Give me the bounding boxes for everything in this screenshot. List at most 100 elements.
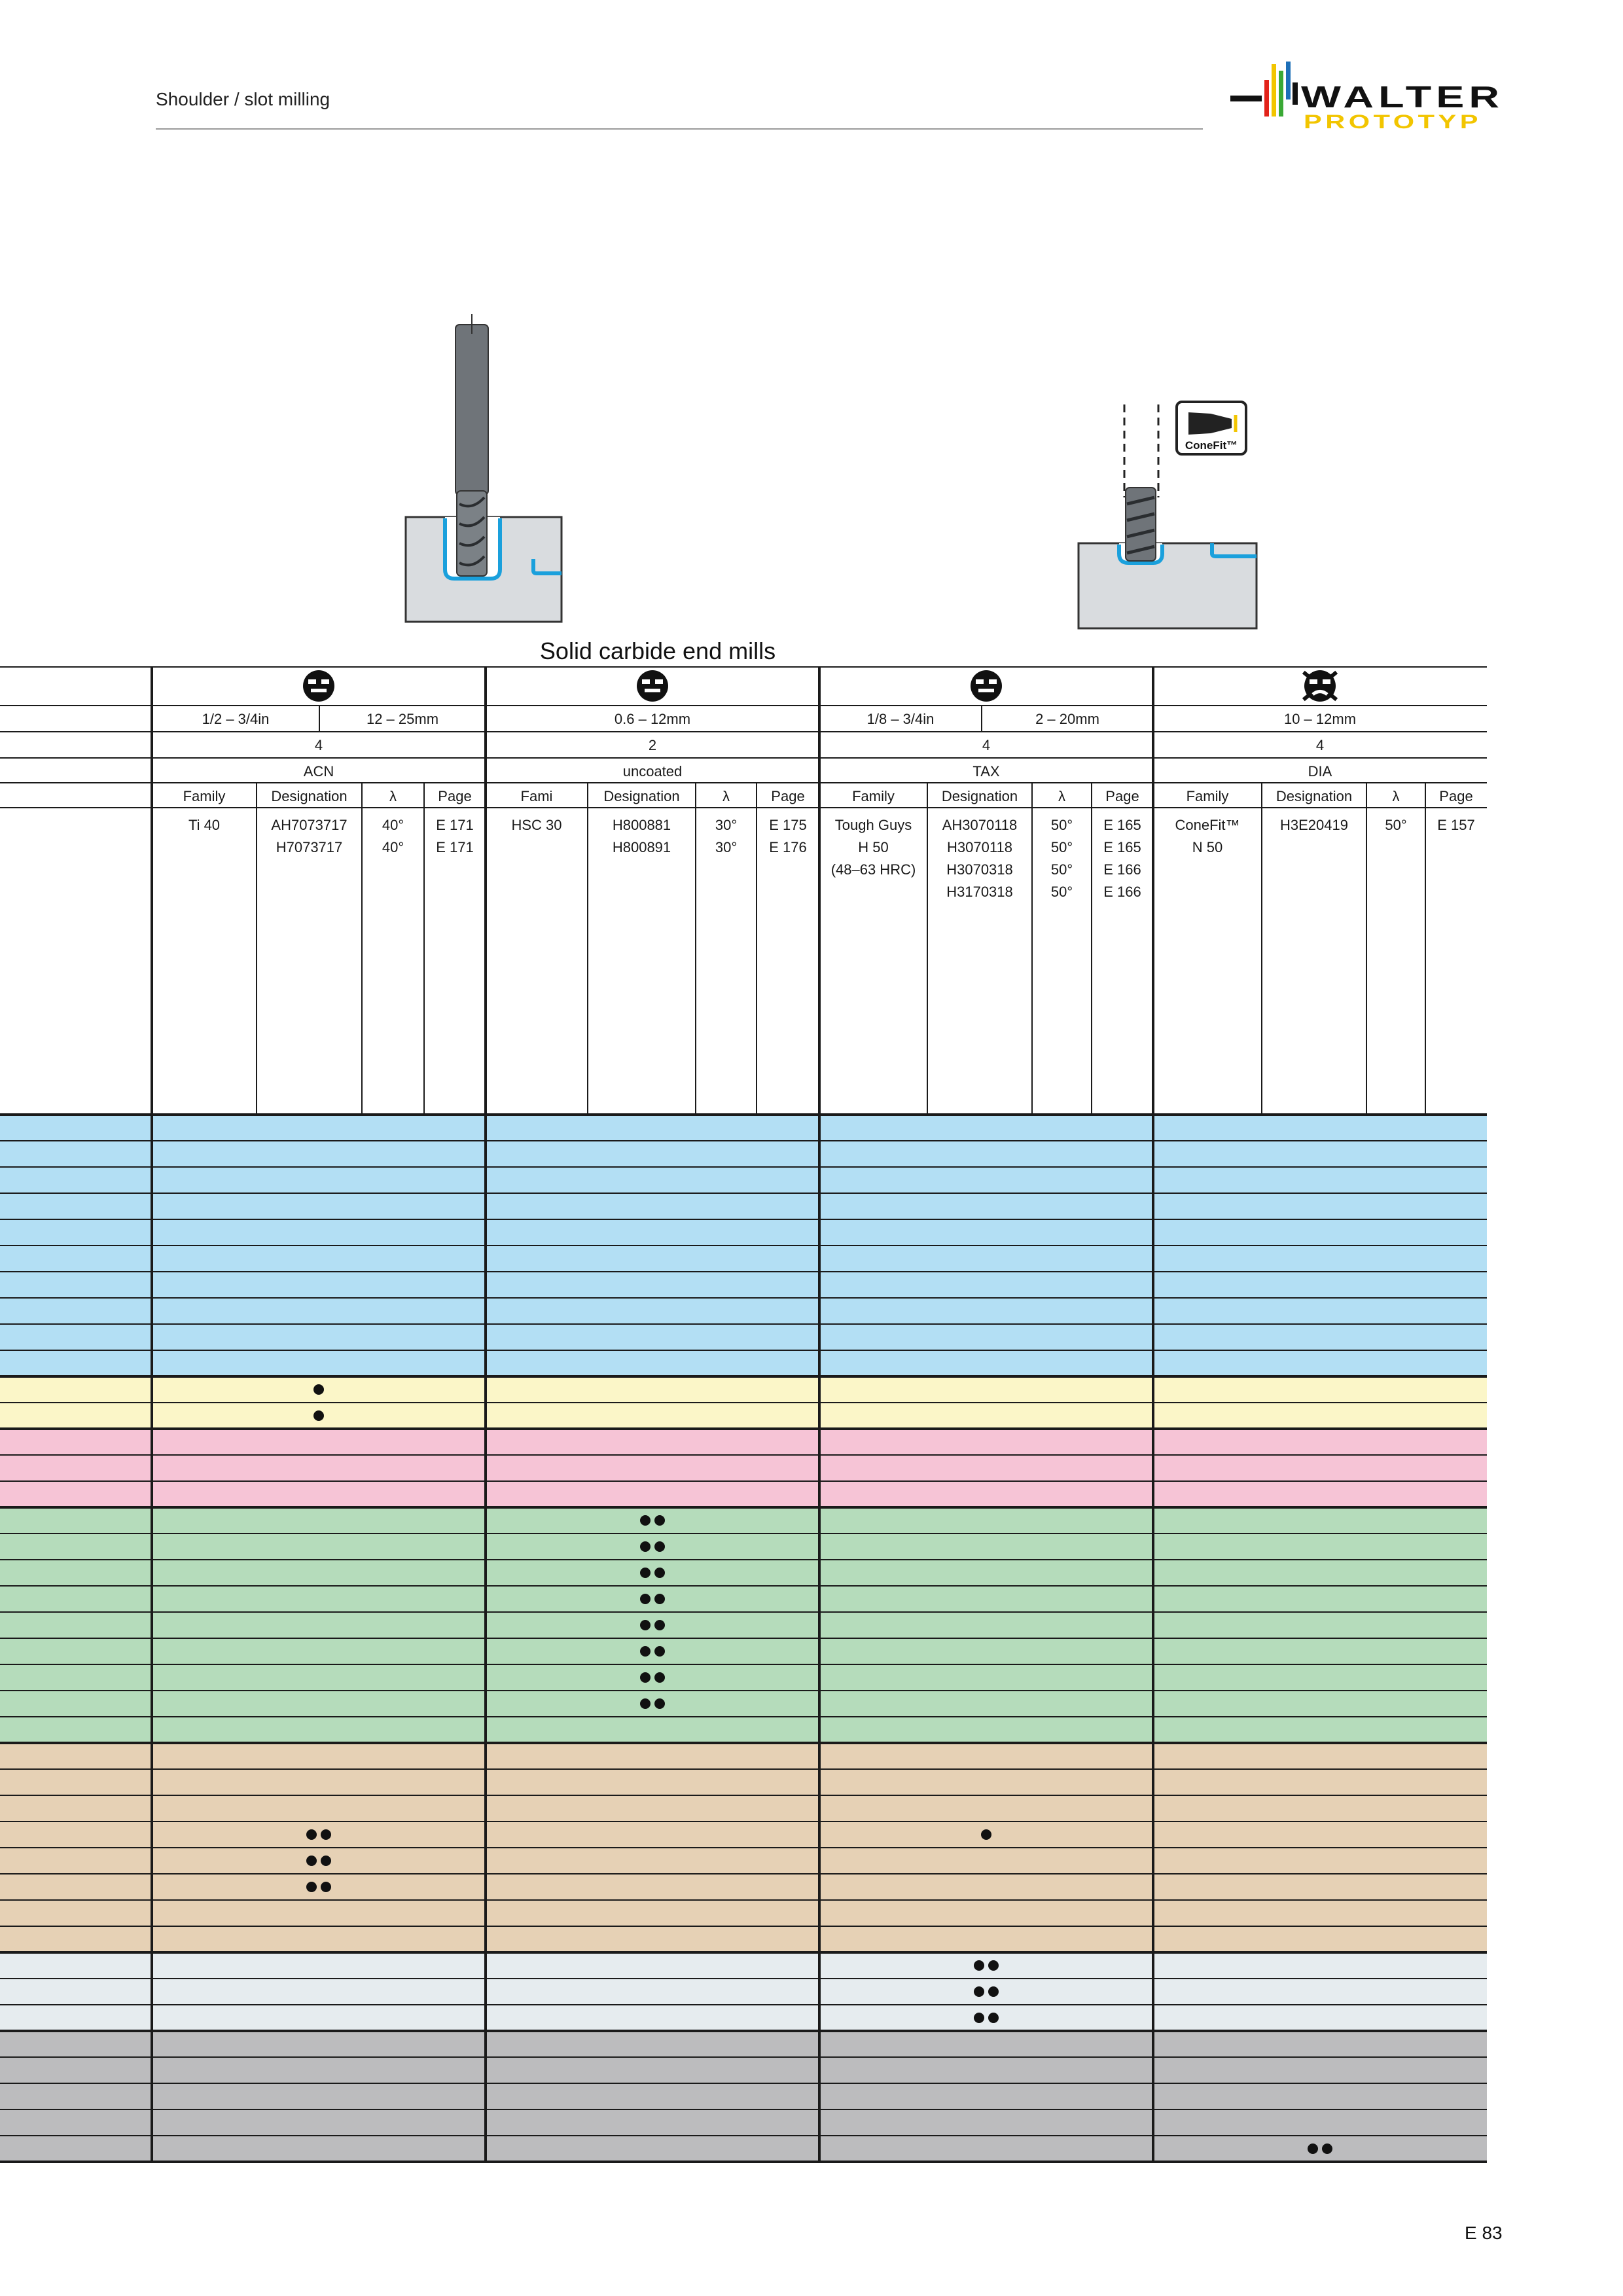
page-value: E 166 — [1103, 884, 1141, 900]
coating-label: uncoated — [623, 763, 683, 780]
suitability-dot — [654, 1672, 665, 1683]
range-label: 1/2 – 3/4in — [202, 711, 270, 727]
column-header: Page — [1105, 788, 1139, 804]
shoulder-contact — [1210, 543, 1257, 558]
walter-prototyp-logo: WALTER PROTOTYP — [1230, 62, 1504, 133]
designation-value: AH3070118 — [942, 817, 1018, 833]
column-header: Fami — [521, 788, 553, 804]
page-value: E 165 — [1103, 839, 1141, 855]
material-band-s — [0, 1821, 1487, 1848]
range-label: 12 – 25mm — [366, 711, 438, 727]
lambda-value: 50° — [1051, 839, 1073, 855]
material-band-n — [0, 1691, 1487, 1717]
material-band-s — [0, 1743, 1487, 1769]
material-band-s — [0, 1926, 1487, 1952]
material-band-n — [0, 1717, 1487, 1743]
material-band-p — [0, 1141, 1487, 1167]
angry-material-icon — [1302, 670, 1338, 702]
material-band-o — [0, 2136, 1487, 2162]
suitability-dot — [306, 1856, 317, 1866]
end-mill-flutes — [456, 490, 488, 577]
material-band-s — [0, 1848, 1487, 1874]
column-header: λ — [1058, 788, 1065, 804]
range-label: 0.6 – 12mm — [615, 711, 690, 727]
material-band-m — [0, 1403, 1487, 1429]
material-band-s — [0, 1769, 1487, 1795]
material-band-o — [0, 2057, 1487, 2083]
designation-value: H800881 — [613, 817, 671, 833]
smiley-material-icon — [971, 670, 1002, 702]
designation-value: H3070118 — [947, 839, 1012, 855]
material-band-s — [0, 1900, 1487, 1926]
designation-value: H7073717 — [276, 839, 343, 855]
suitability-dot — [654, 1594, 665, 1604]
family-value: N 50 — [1192, 839, 1222, 855]
logo-sub-text: PROTOTYP — [1304, 111, 1482, 133]
table-grid — [0, 666, 1487, 2163]
logo-bar-yellow — [1272, 64, 1276, 117]
logo-dash — [1230, 96, 1262, 101]
lambda-value: 50° — [1385, 817, 1406, 833]
page-number: E 83 — [1465, 2223, 1503, 2243]
material-band-n — [0, 1664, 1487, 1691]
column-header: λ — [1393, 788, 1400, 804]
suitability-dot — [640, 1620, 651, 1630]
header-rule — [156, 128, 1203, 130]
material-band-p — [0, 1246, 1487, 1272]
material-band-p — [0, 1298, 1487, 1324]
column-header: Designation — [942, 788, 1018, 804]
material-band-p — [0, 1167, 1487, 1193]
page-value: E 171 — [436, 839, 474, 855]
conefit-end-mill-illustration: ConeFit™ — [1077, 401, 1258, 630]
coating-label: DIA — [1308, 763, 1332, 780]
material-band-s — [0, 1874, 1487, 1900]
suitability-dot — [1322, 2144, 1332, 2154]
column-header: Family — [852, 788, 895, 804]
material-band-k — [0, 1455, 1487, 1481]
logo-brand-text: WALTER — [1301, 80, 1504, 114]
material-band-p — [0, 1324, 1487, 1350]
range-label: 10 – 12mm — [1284, 711, 1356, 727]
coating-label: TAX — [972, 763, 999, 780]
column-header: Page — [1439, 788, 1472, 804]
suitability-dot — [313, 1410, 324, 1421]
material-band-o — [0, 2083, 1487, 2109]
page-value: E 176 — [769, 839, 807, 855]
table-title: Solid carbide end mills — [539, 637, 776, 664]
lambda-value: 40° — [382, 817, 404, 833]
column-header: Family — [1186, 788, 1229, 804]
material-band-n — [0, 1586, 1487, 1612]
page-value: E 171 — [436, 817, 474, 833]
suitability-dot — [981, 1829, 991, 1840]
suitability-dot — [654, 1515, 665, 1526]
material-band-n — [0, 1638, 1487, 1664]
suitability-dot — [974, 1960, 984, 1971]
shoulder-contact — [531, 559, 562, 575]
lambda-value: 30° — [715, 839, 737, 855]
column-header: Designation — [1276, 788, 1352, 804]
smiley-material-icon — [303, 670, 334, 702]
family-value: Tough Guys — [835, 817, 912, 833]
suitability-dot — [321, 1882, 331, 1892]
lambda-value: 30° — [715, 817, 737, 833]
suitability-dot — [988, 2013, 999, 2023]
lambda-value: 40° — [382, 839, 404, 855]
suitability-dot — [1308, 2144, 1318, 2154]
column-header: Page — [771, 788, 804, 804]
smiley-material-icon — [637, 670, 668, 702]
family-value: H 50 — [858, 839, 888, 855]
end-mill-shank — [455, 324, 489, 495]
suitability-dot — [313, 1384, 324, 1395]
teeth-count: 4 — [982, 737, 990, 753]
suitability-dot — [640, 1594, 651, 1604]
material-band-k — [0, 1481, 1487, 1507]
teeth-count: 2 — [649, 737, 656, 753]
material-band-h — [0, 1979, 1487, 2005]
suitability-dot — [306, 1829, 317, 1840]
suitability-dot — [654, 1698, 665, 1709]
column-header: Designation — [271, 788, 347, 804]
material-band-p — [0, 1115, 1487, 1141]
suitability-dot — [654, 1568, 665, 1578]
